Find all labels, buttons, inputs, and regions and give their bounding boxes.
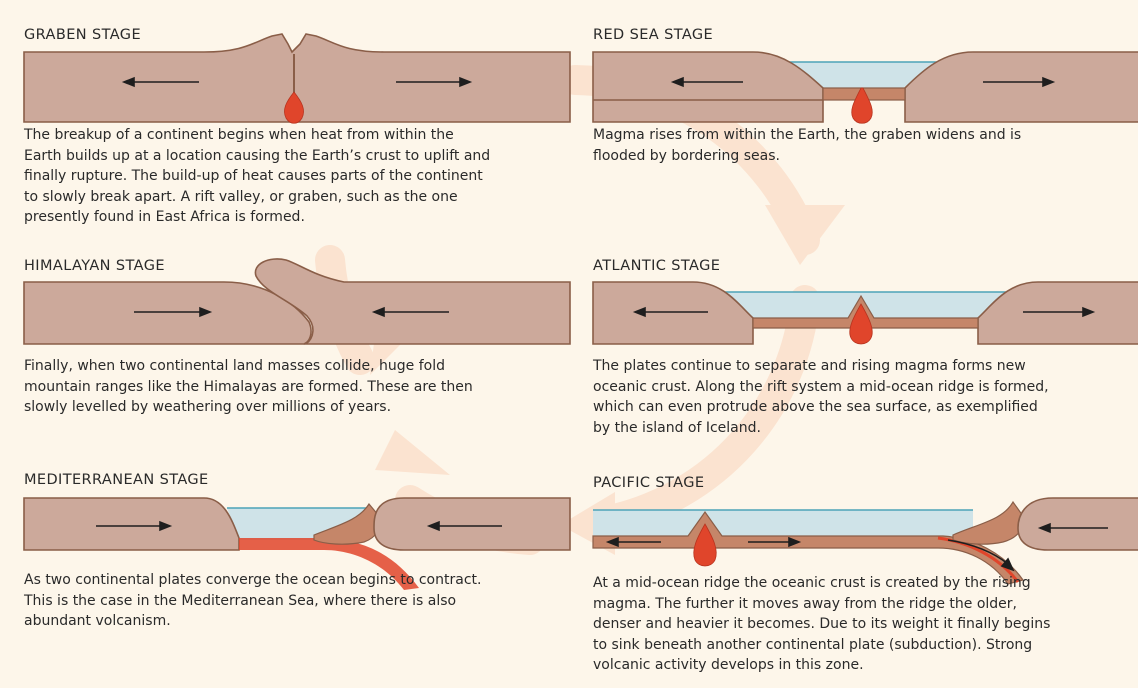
- atlantic-diagram: [593, 246, 1138, 350]
- ocean-water: [593, 510, 973, 536]
- left-continental-crust: [24, 282, 311, 344]
- left-continental-crust: [593, 282, 753, 344]
- continental-plate: [1018, 498, 1138, 550]
- stage-description: The plates continue to separate and risi…: [593, 356, 1049, 438]
- description-line: to sink beneath another continental plat…: [593, 635, 1050, 656]
- description-line: oceanic crust. Along the rift system a m…: [593, 377, 1049, 398]
- description-line: mountain ranges like the Himalayas are f…: [24, 377, 473, 398]
- left-continental-crust: [593, 52, 823, 122]
- right-continental-crust: [905, 52, 1138, 122]
- right-continental-crust: [374, 498, 570, 550]
- stage-description: At a mid-ocean ridge the oceanic crust i…: [593, 573, 1050, 676]
- description-line: slowly levelled by weathering over milli…: [24, 397, 473, 418]
- description-line: Finally, when two continental land masse…: [24, 356, 473, 377]
- description-line: presently found in East Africa is formed…: [24, 207, 490, 228]
- graben-diagram: [24, 30, 570, 126]
- description-line: which can even protrude above the sea su…: [593, 397, 1049, 418]
- description-line: abundant volcanism.: [24, 611, 481, 632]
- description-line: The plates continue to separate and risi…: [593, 356, 1049, 377]
- description-line: As two continental plates converge the o…: [24, 570, 481, 591]
- description-line: The breakup of a continent begins when h…: [24, 125, 490, 146]
- description-line: volcanic activity develops in this zone.: [593, 655, 1050, 676]
- stage-description: The breakup of a continent begins when h…: [24, 125, 490, 228]
- himalayan-diagram: [24, 246, 570, 350]
- description-line: Magma rises from within the Earth, the g…: [593, 125, 1021, 146]
- stage-description: Finally, when two continental land masse…: [24, 356, 473, 418]
- description-line: Earth builds up at a location causing th…: [24, 146, 490, 167]
- right-continental-crust: [978, 282, 1138, 344]
- description-line: This is the case in the Mediterranean Se…: [24, 591, 481, 612]
- cycle-arrowhead-bottom-left: [375, 430, 450, 475]
- description-line: to slowly break apart. A rift valley, or…: [24, 187, 490, 208]
- stage-description: As two continental plates converge the o…: [24, 570, 481, 632]
- description-line: by the island of Iceland.: [593, 418, 1049, 439]
- description-line: At a mid-ocean ridge the oceanic crust i…: [593, 573, 1050, 594]
- red-sea-diagram: [593, 30, 1138, 126]
- description-line: denser and heavier it becomes. Due to it…: [593, 614, 1050, 635]
- stage-description: Magma rises from within the Earth, the g…: [593, 125, 1021, 166]
- description-line: magma. The further it moves away from th…: [593, 594, 1050, 615]
- description-line: flooded by bordering seas.: [593, 146, 1021, 167]
- left-continental-crust: [24, 498, 239, 550]
- description-line: finally rupture. The build-up of heat ca…: [24, 166, 490, 187]
